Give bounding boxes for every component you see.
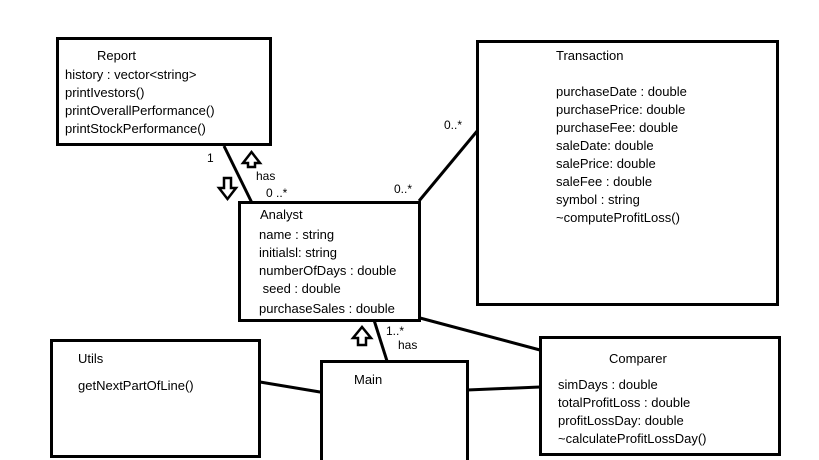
report-members: history : vector<string> printIvestors()…: [65, 66, 215, 138]
transaction-member: saleDate: double: [556, 138, 654, 153]
comparer-class-box[interactable]: Comparer simDays : double totalProfitLos…: [539, 336, 781, 456]
report-member: printOverallPerformance(): [65, 103, 215, 118]
transaction-member: saleFee : double: [556, 174, 653, 189]
report-member: printIvestors(): [65, 85, 145, 100]
comparer-member: ~calculateProfitLossDay(): [558, 431, 707, 446]
analyst-comparer-link: [419, 316, 541, 352]
main-comparer-link: [466, 385, 541, 392]
analyst-members: name : string initialsl: string numberOf…: [259, 226, 396, 318]
utils-member: getNextPartOfLine(): [78, 378, 194, 393]
utils-class-name: Utils: [78, 351, 104, 366]
report-multiplicity-label: 1: [207, 151, 214, 165]
main-class-name: Main: [354, 372, 383, 387]
comparer-members: simDays : double totalProfitLoss : doubl…: [558, 376, 706, 448]
analyst-member: name : string: [259, 227, 335, 242]
transaction-member: [556, 65, 687, 83]
report-member: printStockPerformance(): [65, 121, 206, 136]
transaction-member: purchaseDate : double: [556, 84, 687, 99]
transaction-class-box[interactable]: Transaction purchaseDate : double purcha…: [476, 40, 779, 306]
arrow-down-icon: [216, 176, 239, 202]
main-class-box[interactable]: Main: [320, 360, 469, 460]
report-class-box[interactable]: Report history : vector<string> printIve…: [56, 37, 272, 146]
transaction-member: salePrice: double: [556, 156, 656, 171]
comparer-class-name: Comparer: [609, 351, 667, 366]
analyst-multiplicity-right-label: 0..*: [394, 182, 413, 196]
utils-class-box[interactable]: Utils getNextPartOfLine(): [50, 339, 261, 458]
transaction-member: purchaseFee: double: [556, 120, 679, 135]
comparer-member: profitLossDay: double: [558, 413, 684, 428]
comparer-member: totalProfitLoss : double: [558, 395, 691, 410]
analyst-multiplicity-top-label: 0 ..*: [266, 186, 288, 200]
analyst-member: numberOfDays : double: [259, 263, 397, 278]
main-multiplicity-label: 1..*: [386, 324, 405, 338]
arrow-up-icon: [240, 149, 263, 169]
analyst-transaction-link: [417, 129, 480, 202]
report-has-label: has: [256, 169, 276, 183]
transaction-class-name: Transaction: [556, 48, 624, 63]
report-member: history : vector<string>: [65, 67, 197, 82]
analyst-class-box[interactable]: Analyst name : string initialsl: string …: [238, 201, 421, 322]
comparer-member: simDays : double: [558, 377, 658, 392]
transaction-member: purchasePrice: double: [556, 102, 686, 117]
report-analyst-link: [222, 145, 254, 204]
analyst-main-link: [372, 319, 389, 362]
transaction-members: purchaseDate : double purchasePrice: dou…: [556, 65, 687, 227]
utils-main-link: [259, 380, 327, 395]
analyst-member: purchaseSales : double: [259, 301, 395, 316]
main-has-label: has: [398, 338, 418, 352]
report-class-name: Report: [97, 48, 137, 63]
transaction-member: ~computeProfitLoss(): [556, 210, 680, 225]
transaction-multiplicity-label: 0..*: [444, 118, 463, 132]
analyst-class-name: Analyst: [260, 207, 303, 222]
arrow-up-icon: [350, 325, 374, 347]
analyst-member: seed : double: [259, 281, 341, 296]
utils-members: getNextPartOfLine(): [78, 377, 194, 395]
analyst-member: initialsl: string: [259, 245, 338, 260]
transaction-member: symbol : string: [556, 192, 640, 207]
